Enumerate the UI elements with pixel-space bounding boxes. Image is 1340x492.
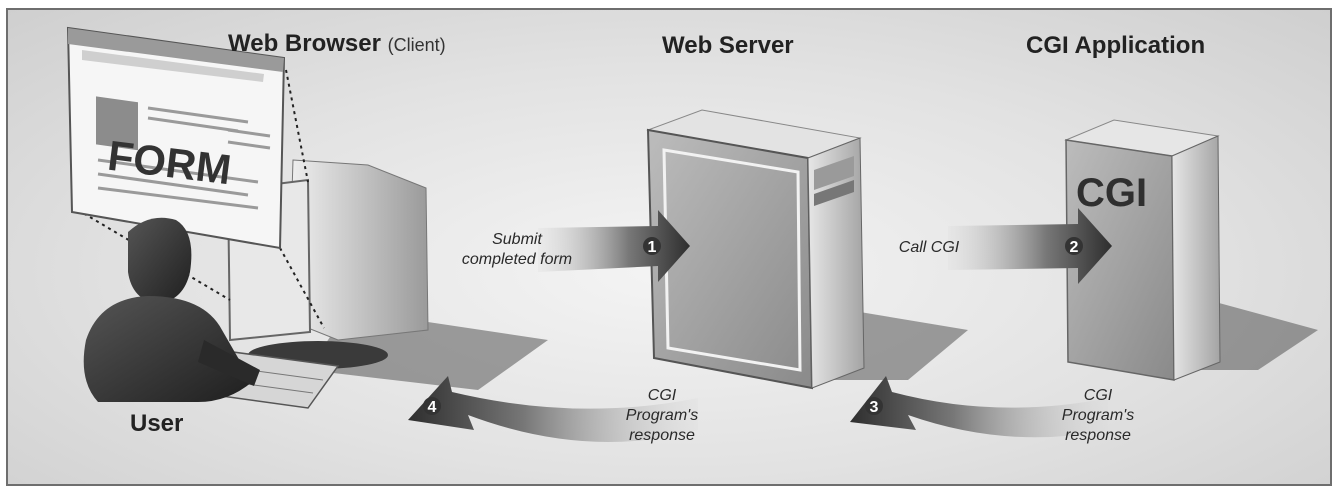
step-3-label: CGI Program's response	[1038, 386, 1158, 446]
cgi-text: CGI	[1076, 171, 1147, 215]
form-window	[66, 26, 286, 250]
step-number-4: 4	[428, 399, 437, 416]
step-3-label-line1: CGI	[1083, 387, 1113, 404]
arrow-1-submit: 1	[538, 210, 690, 282]
arrow-2-call-cgi: 2	[948, 208, 1112, 284]
web-server-tower	[646, 109, 865, 390]
step-1-label-line1: Submit	[492, 231, 542, 248]
step-4-label-line1: CGI	[647, 387, 677, 404]
step-4-label-line3: response	[629, 427, 695, 444]
arrow-3-response: 3	[850, 376, 1108, 438]
zoom-lines	[77, 69, 325, 329]
diagram-canvas: 1 2 3 4 FORM CGI	[66, 26, 1318, 442]
step-number-3: 3	[870, 399, 879, 416]
step-number-1: 1	[648, 239, 657, 256]
step-number-2: 2	[1070, 239, 1079, 256]
step-4-label: CGI Program's response	[602, 386, 722, 446]
step-3-label-line3: response	[1065, 427, 1131, 444]
step-1-label: Submit completed form	[442, 230, 592, 270]
heading-web-server: Web Server	[662, 32, 794, 59]
heading-cgi-application: CGI Application	[1026, 32, 1206, 59]
heading-web-browser-sub: (Client)	[387, 35, 446, 55]
step-2-label: Call CGI	[898, 239, 960, 256]
diagram-frame: 1 2 3 4 FORM CGI Web Browser (Client) We…	[6, 8, 1332, 486]
cgi-box	[1064, 119, 1221, 381]
arrow-4-response: 4	[408, 376, 698, 442]
step-3-label-line2: Program's	[1061, 407, 1135, 424]
heading-web-browser: Web Browser (Client)	[228, 30, 446, 58]
heading-web-browser-main: Web Browser	[228, 30, 381, 57]
step-4-label-line2: Program's	[625, 407, 699, 424]
step-1-label-line2: completed form	[461, 251, 573, 268]
user-label: User	[130, 410, 184, 437]
user-figure	[83, 217, 260, 402]
